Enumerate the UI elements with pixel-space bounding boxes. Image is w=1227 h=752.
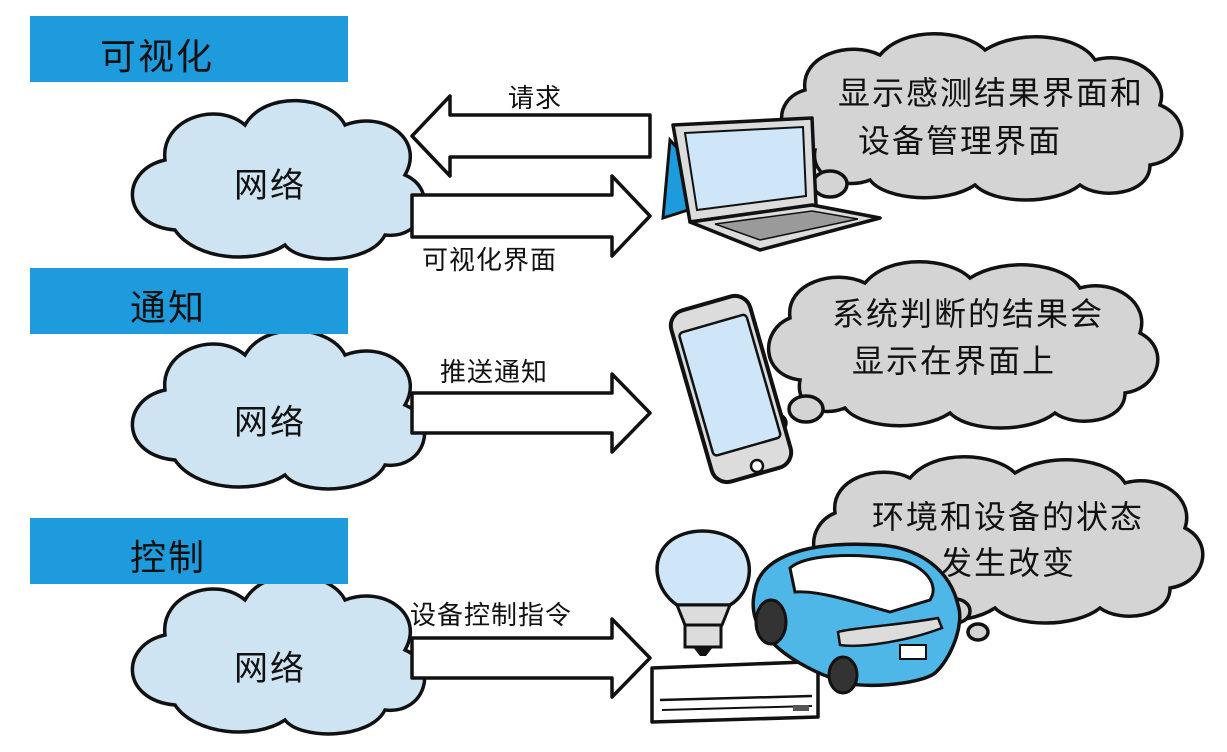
bubble-2-line-1: 系统判断的结果会	[832, 295, 1105, 333]
visualization-ui-arrow	[410, 174, 652, 258]
section-banner-visualization	[30, 16, 348, 82]
arrow-label-visualization-ui: 可视化界面	[422, 246, 558, 276]
cloud-label-2: 网络	[234, 403, 306, 443]
bubble-3-line-2: 发生改变	[940, 544, 1077, 582]
cloud-label-1: 网络	[234, 166, 306, 206]
device-control-arrow	[410, 617, 652, 699]
section-title-notification: 通知	[130, 288, 207, 329]
bubble-1-line-1: 显示感测结果界面和	[838, 74, 1145, 112]
thought-bubble-2	[762, 260, 1160, 434]
section-banner-notification	[30, 268, 348, 334]
request-arrow	[410, 94, 652, 178]
arrow-label-request: 请求	[508, 84, 563, 114]
network-cloud-2	[130, 328, 427, 491]
bubble-2-line-2: 显示在界面上	[852, 342, 1057, 380]
bubble-3-line-1: 环境和设备的状态	[872, 498, 1145, 536]
section-title-control: 控制	[130, 538, 207, 579]
network-cloud-3	[130, 573, 427, 736]
smartphone-icon	[668, 293, 794, 485]
cloud-label-3: 网络	[234, 649, 306, 689]
arrow-label-device-control: 设备控制指令	[410, 601, 573, 631]
air-conditioner-icon	[650, 660, 820, 724]
arrow-label-push-notification: 推送通知	[440, 358, 549, 388]
laptop-icon	[661, 116, 882, 252]
network-cloud-1	[130, 98, 427, 261]
bubble-1-line-2: 设备管理界面	[858, 122, 1063, 160]
light-bulb-icon	[655, 529, 752, 656]
section-banner-control	[30, 518, 348, 584]
car-icon	[751, 542, 962, 695]
section-title-visualization: 可视化	[100, 37, 215, 78]
push-notification-arrow	[410, 372, 652, 454]
